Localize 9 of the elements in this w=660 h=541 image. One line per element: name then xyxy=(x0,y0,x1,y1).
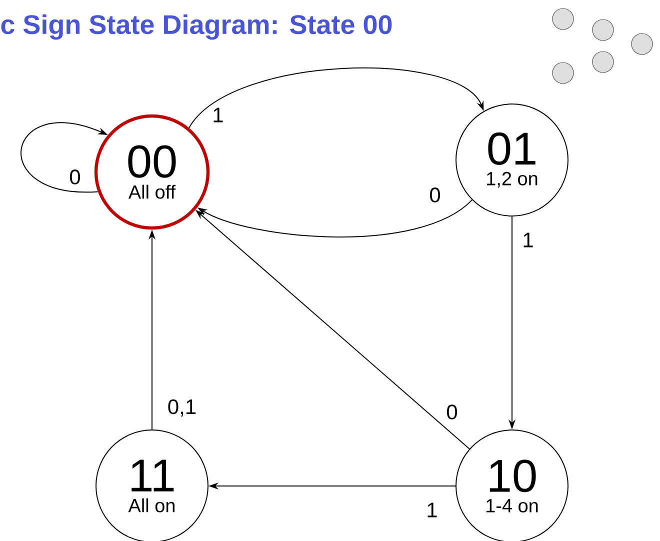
edge-label: 0,1 xyxy=(166,398,198,418)
edge-label: 1 xyxy=(425,502,439,518)
edge-label: 1 xyxy=(521,232,535,248)
edge-label: 0 xyxy=(428,186,442,204)
arrow xyxy=(188,68,484,128)
title: c Sign State Diagram: State 00 xyxy=(1,14,392,40)
edge-label: 0 xyxy=(445,404,459,420)
edge-label: 0 xyxy=(68,168,82,186)
edge-label: 1 xyxy=(211,106,225,124)
